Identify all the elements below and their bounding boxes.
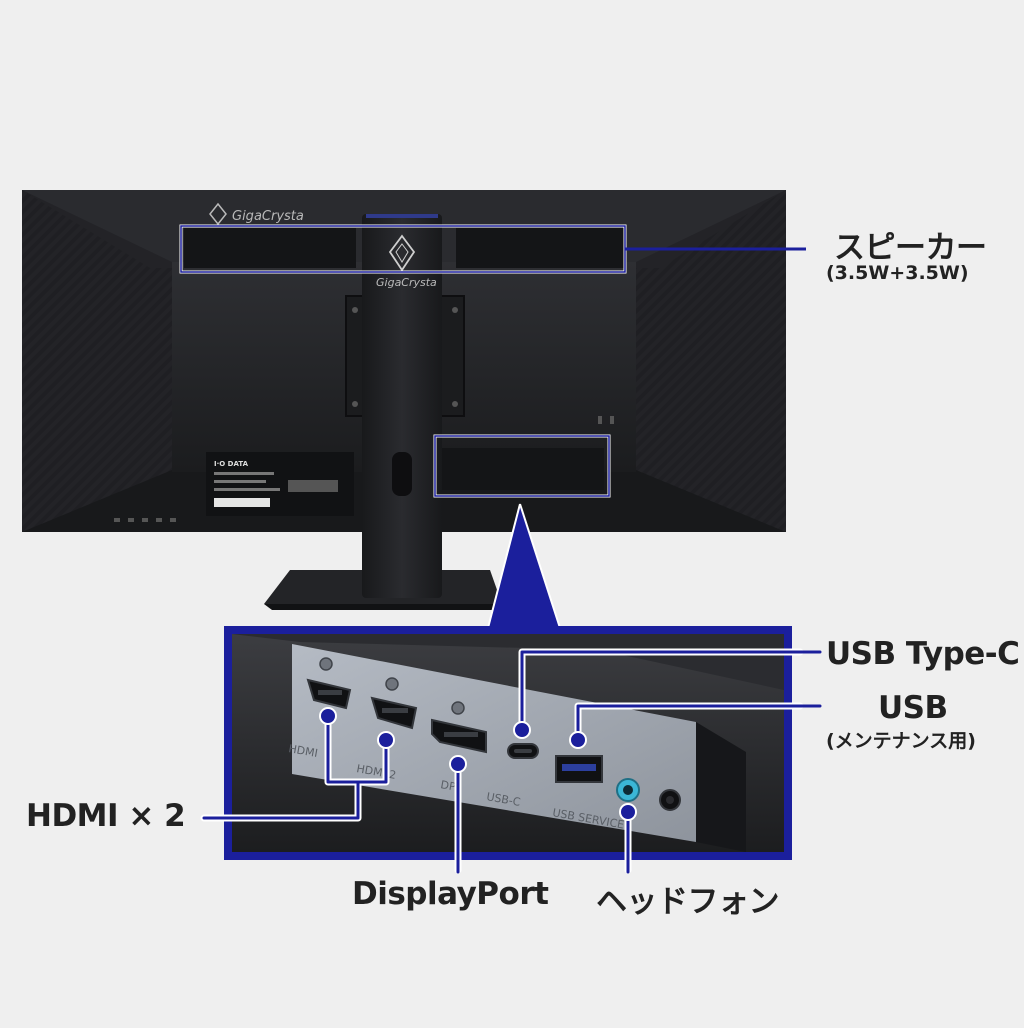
- gigacrysta-logo: GigaCrysta: [209, 202, 304, 226]
- headphone-label: ヘッドフォン: [596, 884, 780, 920]
- monitor-stand: GigaCrysta: [264, 214, 502, 610]
- osd-buttons: [114, 518, 176, 522]
- headphone-jack: [616, 778, 640, 802]
- svg-text:DP: DP: [439, 778, 456, 793]
- usb-detail: (メンテナンス用): [826, 730, 976, 752]
- hdmi-label: HDMI × 2: [26, 798, 186, 834]
- displayport-label: DisplayPort: [352, 876, 549, 912]
- maker-label: I·O DATA: [214, 460, 249, 468]
- port-zoom-panel: HDMI HDMI 2 DP USB-C USB SERVICE: [224, 626, 792, 860]
- usb-type-c-label: USB Type-C: [826, 636, 1020, 672]
- svg-text:HDMI: HDMI: [287, 742, 318, 760]
- svg-text:USB-C: USB-C: [485, 790, 521, 809]
- hdmi-port-2: [370, 696, 418, 730]
- usb-a-port: [555, 755, 603, 783]
- displayport-port: [431, 718, 487, 754]
- zoom-pointer: [488, 504, 560, 628]
- speaker-detail: (3.5W+3.5W): [826, 262, 969, 284]
- speaker-label: スピーカー: [834, 230, 987, 266]
- usb-c-port: [507, 743, 539, 759]
- stand-logo: GigaCrysta: [376, 276, 437, 289]
- port-leader-lines: [200, 648, 822, 874]
- usb-label: USB: [878, 690, 948, 726]
- svg-text:GigaCrysta: GigaCrysta: [232, 209, 304, 224]
- hdmi-port-1: [306, 678, 352, 710]
